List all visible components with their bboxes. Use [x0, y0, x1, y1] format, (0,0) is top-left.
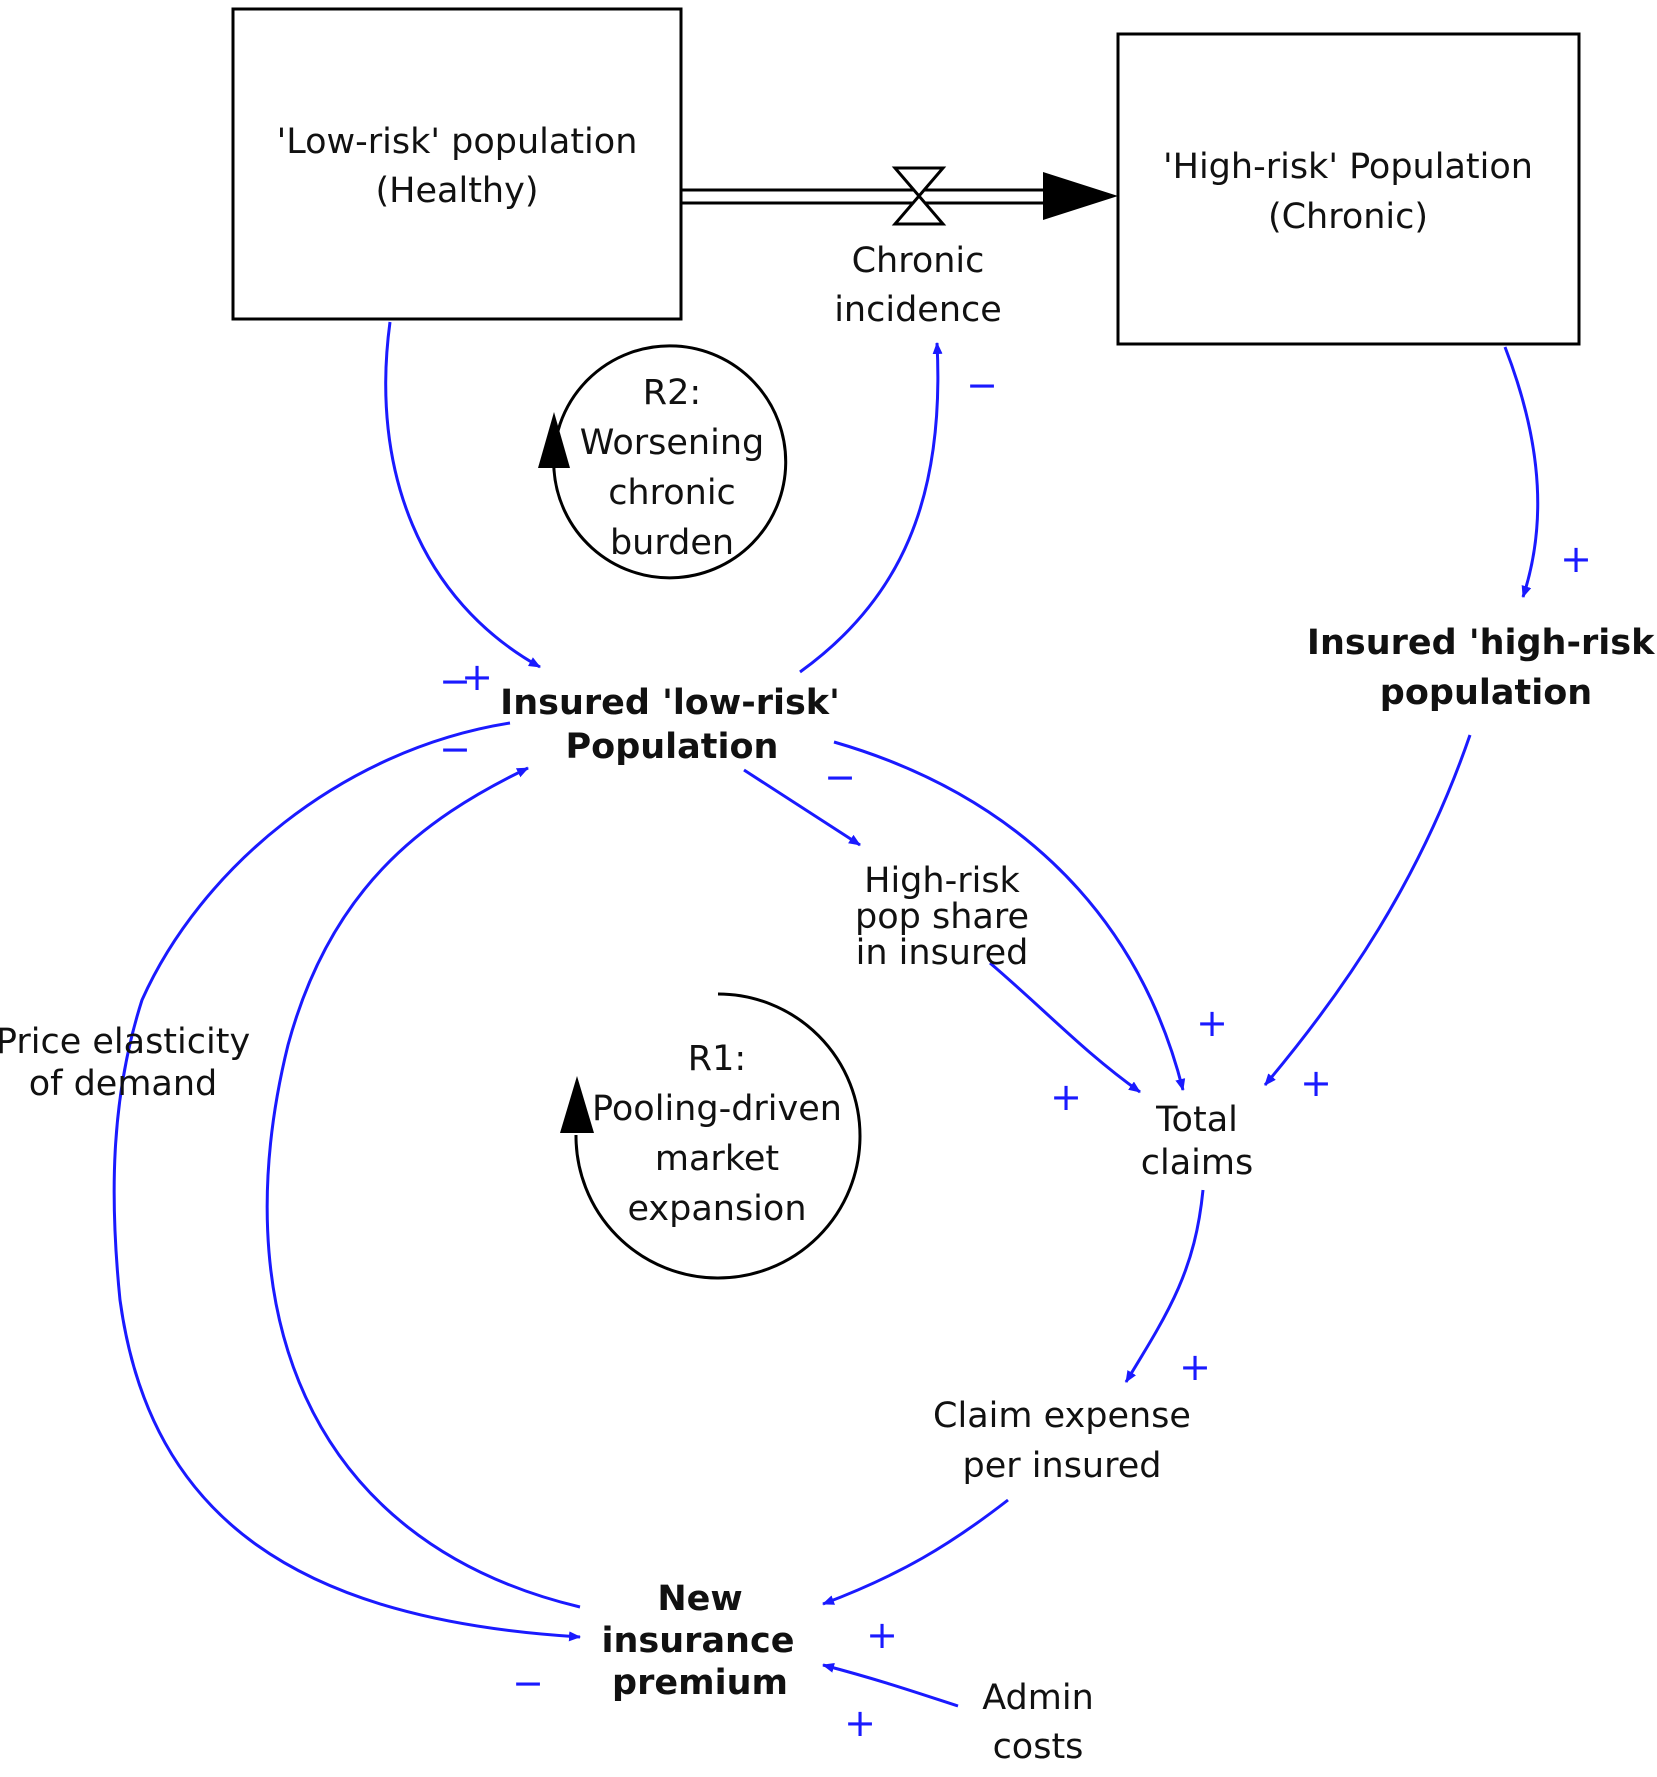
link-insured-high-risk-to-total-claims — [1263, 734, 1472, 1086]
loop-r2-label-line4: burden — [610, 523, 734, 563]
link-insured-low-risk-to-premium — [112, 721, 581, 1642]
stock-high-risk-population: 'High-risk' Population (Chronic) — [1116, 32, 1581, 346]
polarity-plus-total-claims-b: + — [1050, 1075, 1082, 1119]
polarity-plus-total-claims-a: + — [1196, 1001, 1228, 1045]
polarity-plus-premium-a: + — [866, 1613, 898, 1657]
link-total-claims-to-claim-expense — [1124, 1189, 1205, 1383]
var-price-elasticity: Price elasticity of demand — [0, 1022, 250, 1104]
loop-r2-circle — [552, 344, 788, 580]
var-claim-expense-line1: Claim expense — [933, 1396, 1191, 1436]
link-high-risk-to-insured-high-risk — [1503, 346, 1540, 598]
loop-r1-label-line2: Pooling-driven — [592, 1089, 842, 1129]
polarity-plus-claim-expense: + — [1179, 1345, 1211, 1389]
link-share-to-total-claims — [989, 961, 1141, 1094]
loop-r2: R2: Worsening chronic burden — [538, 344, 788, 580]
loop-r2-arrow-icon — [538, 412, 570, 468]
polarity-plus-insured-high-risk: + — [1560, 537, 1592, 581]
loop-r1-label-line1: R1: — [688, 1039, 746, 1079]
var-total-claims-line1: Total — [1155, 1100, 1238, 1140]
var-insured-high-risk-line1: Insured 'high-risk' — [1307, 623, 1657, 663]
var-total-claims: Total claims — [1141, 1100, 1253, 1183]
var-admin-costs-line2: costs — [993, 1727, 1084, 1767]
var-price-elasticity-line1: Price elasticity — [0, 1022, 250, 1062]
loop-r2-label-line3: chronic — [608, 473, 736, 513]
flow-label-line1: Chronic — [852, 241, 985, 281]
loop-r1-arrow-icon — [560, 1076, 594, 1133]
stock-low-risk-label-line1: 'Low-risk' population — [277, 122, 638, 162]
var-claim-expense-line2: per insured — [963, 1446, 1162, 1486]
var-high-risk-share-line1: High-risk — [864, 861, 1020, 901]
flow-arrowhead — [1043, 172, 1118, 220]
link-insured-low-risk-to-share — [743, 768, 861, 847]
polarity-plus-premium-b: + — [844, 1701, 876, 1745]
loop-r1-label-line4: expansion — [627, 1189, 806, 1229]
var-high-risk-share-line3: in insured — [856, 933, 1029, 973]
var-high-risk-share-line2: pop share — [855, 897, 1029, 937]
loop-r2-label-line1: R2: — [643, 373, 701, 413]
link-low-risk-to-insured-low-risk — [384, 321, 541, 669]
link-admin-costs-to-premium — [822, 1662, 959, 1708]
var-total-claims-line2: claims — [1141, 1143, 1253, 1183]
polarity-plus-low-risk: + — [461, 655, 493, 699]
var-insured-low-risk-line1: Insured 'low-risk' — [500, 683, 840, 723]
flow-chronic-incidence: Chronic incidence — [681, 166, 1118, 330]
stock-high-risk-label-line1: 'High-risk' Population — [1163, 147, 1533, 187]
polarity-minus-low-risk-a: − — [439, 659, 471, 703]
var-new-premium-line3: premium — [612, 1663, 788, 1703]
stock-low-risk-population: 'Low-risk' population (Healthy) — [231, 7, 683, 321]
var-high-risk-share: High-risk pop share in insured — [855, 861, 1029, 973]
polarity-minus-chronic-incidence: − — [966, 363, 998, 407]
flow-label-line2: incidence — [834, 290, 1002, 330]
loop-r1: R1: Pooling-driven market expansion — [560, 992, 862, 1280]
var-insured-high-risk-line2: population — [1380, 673, 1592, 713]
var-price-elasticity-line2: of demand — [29, 1064, 218, 1104]
var-insured-low-risk-line2: Population — [566, 727, 779, 767]
link-claim-expense-to-premium — [822, 1498, 1009, 1606]
var-new-premium-line2: insurance — [602, 1621, 795, 1661]
valve-icon — [891, 166, 947, 226]
link-insured-low-risk-to-total-claims — [833, 740, 1186, 1091]
var-insured-low-risk: Insured 'low-risk' Population — [500, 683, 840, 767]
loop-r2-label-line2: Worsening — [580, 423, 764, 463]
var-new-premium: New insurance premium — [602, 1579, 795, 1703]
polarity-minus-premium: − — [512, 1661, 544, 1705]
link-premium-to-insured-low-risk — [265, 766, 581, 1609]
var-admin-costs-line1: Admin — [982, 1678, 1094, 1718]
polarity-minus-share: − — [824, 755, 856, 799]
stock-low-risk-label-line2: (Healthy) — [376, 171, 539, 211]
polarity-minus-low-risk-b: − — [439, 727, 471, 771]
stock-high-risk-label-line2: (Chronic) — [1268, 197, 1428, 237]
link-insured-low-risk-to-chronic-incidence — [799, 342, 943, 674]
var-claim-expense: Claim expense per insured — [933, 1396, 1191, 1486]
loop-r1-circle — [574, 992, 862, 1280]
var-insured-high-risk: Insured 'high-risk' population — [1307, 623, 1657, 713]
loop-r1-label-line3: market — [655, 1139, 779, 1179]
var-admin-costs: Admin costs — [982, 1678, 1094, 1767]
polarity-plus-total-claims-c: + — [1300, 1061, 1332, 1105]
var-new-premium-line1: New — [657, 1579, 742, 1619]
